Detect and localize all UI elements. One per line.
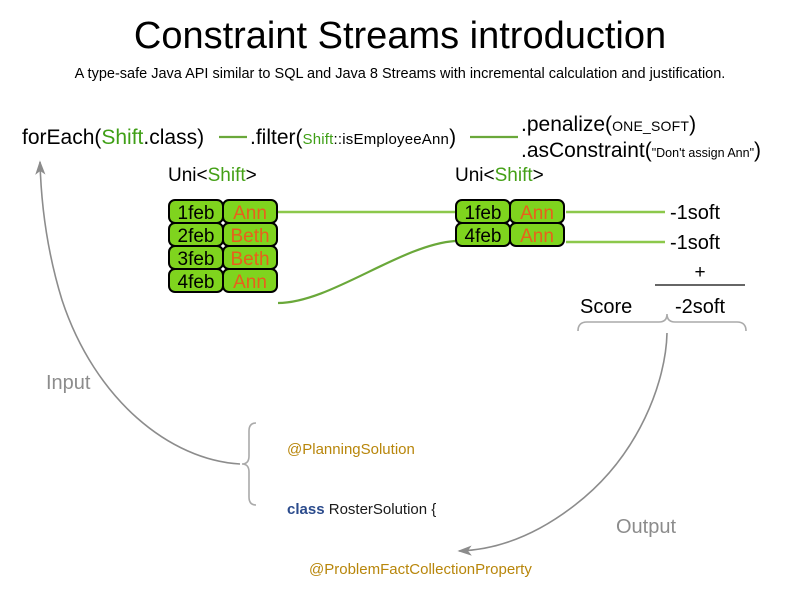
filtered-shift-table: 1feb Ann 4feb Ann bbox=[455, 199, 565, 247]
shift-date: 3feb bbox=[168, 245, 224, 270]
penalty-value-1: -1soft bbox=[670, 202, 721, 224]
code-fields-brace bbox=[241, 422, 257, 506]
penalize-expression: .penalize(ONE_SOFT) bbox=[521, 113, 696, 137]
filter-type: Shift bbox=[302, 131, 334, 148]
penalty-value-2: -1soft bbox=[670, 232, 721, 254]
page-subtitle: A type-safe Java API similar to SQL and … bbox=[74, 66, 726, 82]
input-shift-table: 1feb Ann 2feb Beth 3feb Beth 4feb Ann bbox=[168, 199, 278, 293]
foreach-suffix: .class) bbox=[143, 126, 205, 149]
shift-date: 1feb bbox=[168, 199, 224, 224]
uni-label-left: Uni<Shift> bbox=[168, 165, 257, 187]
uni-left-prefix: Uni< bbox=[168, 165, 208, 186]
shift-date: 4feb bbox=[168, 268, 224, 293]
class-declaration: RosterSolution { bbox=[324, 501, 437, 518]
penalize-arg: ONE_SOFT bbox=[612, 118, 690, 134]
as-constraint-expression: .asConstraint("Don't assign Ann") bbox=[521, 139, 761, 163]
code-line: @ProblemFactCollectionProperty bbox=[262, 540, 543, 578]
keyword-class: class bbox=[287, 501, 325, 518]
foreach-expression: forEach(Shift.class) bbox=[22, 126, 204, 150]
shift-employee: Beth bbox=[222, 222, 278, 247]
as-constraint-arg: "Don't assign Ann" bbox=[651, 146, 755, 160]
domain-model-code: @PlanningSolution class RosterSolution {… bbox=[262, 380, 543, 600]
filter-prefix: .filter( bbox=[250, 126, 303, 149]
shift-employee: Ann bbox=[509, 222, 565, 247]
uni-left-type: Shift bbox=[207, 165, 246, 186]
score-plus-sign: + bbox=[694, 262, 706, 283]
score-total-value: -2soft bbox=[674, 296, 726, 318]
penalize-prefix: .penalize( bbox=[521, 113, 613, 136]
input-label: Input bbox=[46, 372, 91, 394]
table-row: 2feb Beth bbox=[168, 222, 278, 247]
uni-left-suffix: > bbox=[245, 165, 257, 186]
shift-date: 4feb bbox=[455, 222, 511, 247]
table-row: 1feb Ann bbox=[168, 199, 278, 224]
match-connector-4feb bbox=[277, 239, 456, 305]
output-label: Output bbox=[616, 516, 677, 538]
as-constraint-prefix: .asConstraint( bbox=[521, 139, 652, 162]
code-line: @PlanningSolution bbox=[262, 420, 543, 458]
shift-employee: Ann bbox=[222, 268, 278, 293]
filter-suffix: ) bbox=[449, 126, 457, 149]
score-label: Score bbox=[580, 296, 633, 318]
penalize-suffix: ) bbox=[689, 113, 697, 136]
table-row: 1feb Ann bbox=[455, 199, 565, 224]
annotation-problem-fact-collection: @ProblemFactCollectionProperty bbox=[309, 561, 532, 578]
uni-right-suffix: > bbox=[532, 165, 544, 186]
filter-expression: .filter(Shift::isEmployeeAnn) bbox=[250, 126, 456, 150]
shift-employee: Ann bbox=[509, 199, 565, 224]
table-row: 4feb Ann bbox=[455, 222, 565, 247]
shift-date: 1feb bbox=[455, 199, 511, 224]
code-line: class RosterSolution { bbox=[262, 480, 543, 518]
table-row: 3feb Beth bbox=[168, 245, 278, 270]
foreach-prefix: forEach( bbox=[22, 126, 102, 149]
filter-method: ::isEmployeeAnn bbox=[333, 131, 450, 148]
uni-right-type: Shift bbox=[494, 165, 533, 186]
shift-employee: Beth bbox=[222, 245, 278, 270]
uni-right-prefix: Uni< bbox=[455, 165, 495, 186]
as-constraint-suffix: ) bbox=[754, 139, 762, 162]
uni-label-right: Uni<Shift> bbox=[455, 165, 544, 187]
shift-date: 2feb bbox=[168, 222, 224, 247]
foreach-type: Shift bbox=[101, 126, 144, 149]
page-title: Constraint Streams introduction bbox=[133, 15, 667, 57]
annotation-planning-solution: @PlanningSolution bbox=[287, 441, 415, 458]
shift-employee: Ann bbox=[222, 199, 278, 224]
table-row: 4feb Ann bbox=[168, 268, 278, 293]
